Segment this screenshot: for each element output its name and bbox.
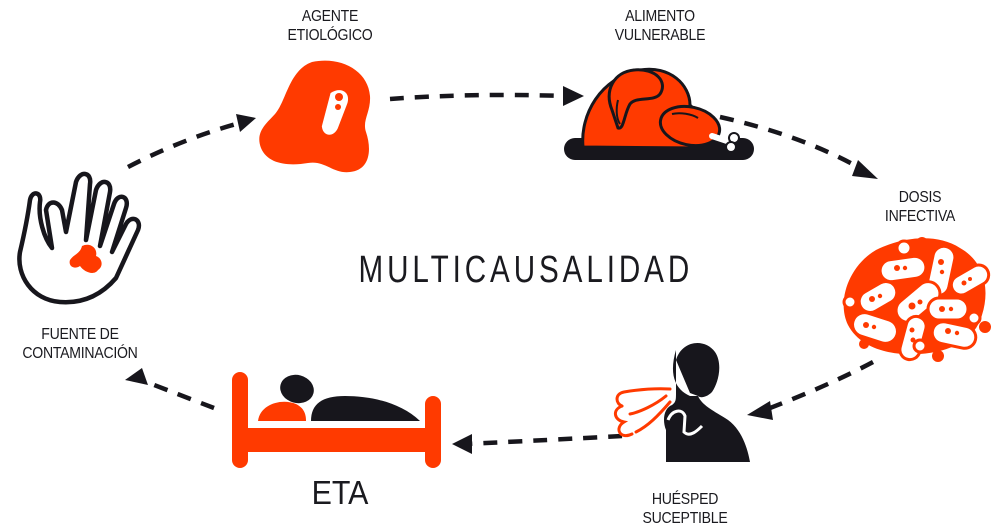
arrowhead-dosis [852, 160, 878, 179]
arrowhead-agente [236, 114, 256, 132]
diagram-title: MULTICAUSALIDAD [358, 249, 694, 291]
arrowhead-fuente [125, 368, 148, 385]
arrow-alimento-to-dosis [719, 114, 860, 169]
node-label-fuente-de-contaminacion: FUENTE DE CONTAMINACIÓN [22, 326, 138, 362]
arrowhead-eta [452, 434, 472, 454]
node-label-alimento-vulnerable: ALIMENTO VULNERABLE [614, 8, 706, 44]
arrow-fuente-to-agente [126, 121, 237, 169]
arrow-eta-to-fuente [135, 375, 215, 411]
node-label-dosis-infectiva: DOSIS INFECTIVA [884, 189, 956, 225]
arrowhead-huesped [747, 401, 773, 420]
node-label-eta: ETA [311, 474, 369, 511]
arrow-dosis-to-huesped [764, 360, 875, 413]
arrow-huesped-to-eta [464, 433, 623, 447]
node-label-agente-etiologico: AGENTE ETIOLÓGICO [287, 8, 373, 44]
node-label-huesped-suceptible: HUÉSPED SUCEPTIBLE [642, 491, 728, 527]
arrowhead-alimento [563, 86, 584, 106]
arrow-agente-to-alimento [389, 92, 566, 102]
